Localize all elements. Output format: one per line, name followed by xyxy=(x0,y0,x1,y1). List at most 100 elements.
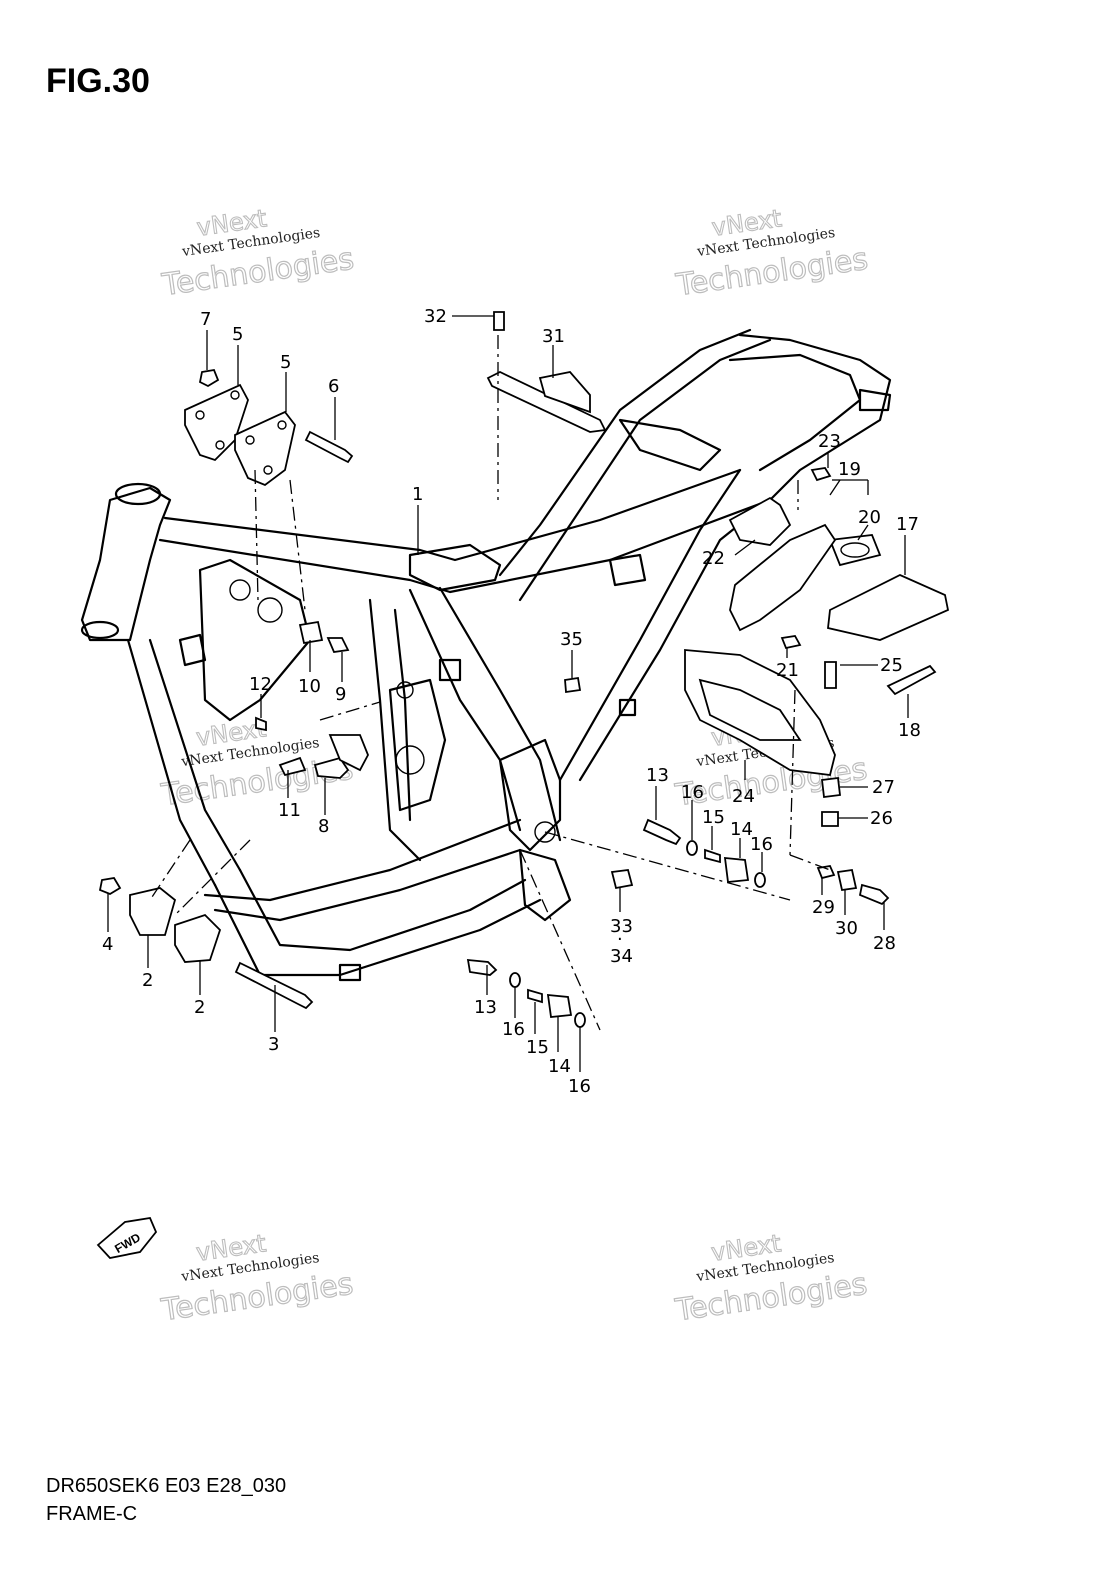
engine-bracket-upper-b xyxy=(234,410,296,487)
part-label: 28 xyxy=(873,933,896,954)
collar-30 xyxy=(836,868,858,892)
part-label: 23 xyxy=(818,431,841,452)
grommet-26 xyxy=(821,811,839,827)
bush-14b xyxy=(546,993,573,1018)
collar-15a xyxy=(704,848,721,864)
leader-lines xyxy=(107,315,909,1072)
bolt-6 xyxy=(304,430,354,464)
watermark-top-right: vNext vNext Technologies Technologies xyxy=(673,204,871,304)
part-label: 24 xyxy=(732,786,755,807)
part-label: 6 xyxy=(328,376,339,397)
part-labels: 7 5 5 6 32 31 1 10 9 12 11 8 35 4 2 2 3 … xyxy=(102,306,921,1097)
washer-16c xyxy=(509,972,521,988)
part-label: 5 xyxy=(280,352,291,373)
part-label: 20 xyxy=(858,507,881,528)
figure-title: FIG.30 xyxy=(46,62,150,100)
part-label: 2 xyxy=(142,970,153,991)
part-label: 12 xyxy=(249,674,272,695)
part-label: 5 xyxy=(232,324,243,345)
watermark-bottom-right: vNext vNext Technologies Technologies xyxy=(672,1229,870,1329)
washer-16d xyxy=(574,1012,586,1028)
bolt-23 xyxy=(810,467,832,482)
tray-24-inner xyxy=(698,678,802,741)
plate-2b xyxy=(174,913,222,963)
part-label: 16 xyxy=(681,782,704,803)
bracket-31 xyxy=(486,370,607,433)
diagram-name: FRAME-C xyxy=(46,1503,138,1525)
part-label: 27 xyxy=(872,777,895,798)
part-label: 7 xyxy=(200,309,211,330)
main-frame xyxy=(80,328,892,982)
part-label: 21 xyxy=(776,660,799,681)
rod-18 xyxy=(886,664,937,696)
part-label: 4 xyxy=(102,934,113,955)
collar-15b xyxy=(527,988,543,1004)
clamp-8 xyxy=(328,734,369,772)
part-label: 14 xyxy=(730,819,753,840)
diagram-code: DR650SEK6 E03 E28_030 xyxy=(46,1475,287,1497)
part-label: 35 xyxy=(560,629,583,650)
bolt-13b xyxy=(466,958,498,976)
part-label: 29 xyxy=(812,897,835,918)
part-label: 15 xyxy=(526,1037,549,1058)
part-label: 25 xyxy=(880,655,903,676)
bracket-31-cover xyxy=(538,371,591,414)
part-label: 34 xyxy=(610,946,633,967)
bolt-32 xyxy=(493,311,505,331)
plug-35 xyxy=(564,676,582,694)
part-label: 8 xyxy=(318,816,329,837)
bolt-21 xyxy=(780,635,802,650)
bush-14a xyxy=(723,856,750,883)
nut-7 xyxy=(198,368,220,388)
washer-16a xyxy=(686,840,698,856)
part-label: 19 xyxy=(838,459,861,480)
cap-33 xyxy=(610,869,634,890)
part-label: 11 xyxy=(278,800,301,821)
plate-2a xyxy=(129,887,177,936)
bracket-8 xyxy=(313,756,350,779)
engine-bracket-upper-a xyxy=(184,383,249,462)
part-label: 26 xyxy=(870,808,893,829)
collar-10 xyxy=(298,620,324,645)
nut-4 xyxy=(98,877,122,896)
bolt-25 xyxy=(824,661,837,689)
bolt-9 xyxy=(326,637,350,653)
part-label: 9 xyxy=(335,684,346,705)
alignment-lines xyxy=(149,335,831,1031)
part-label: 16 xyxy=(750,834,773,855)
holder-19 xyxy=(729,523,837,632)
part-label: 15 xyxy=(702,807,725,828)
bracket-22 xyxy=(728,496,792,546)
clip-29 xyxy=(816,864,836,880)
part-label: 13 xyxy=(474,997,497,1018)
part-label: 16 xyxy=(568,1076,591,1097)
part-label: 33 xyxy=(610,916,633,937)
part-label: 16 xyxy=(502,1019,525,1040)
part-label: 10 xyxy=(298,676,321,697)
bolt-13a xyxy=(642,818,682,846)
bracket-11 xyxy=(278,756,307,777)
washer-16b xyxy=(754,872,766,888)
part-label: 32 xyxy=(424,306,447,327)
part-label: 22 xyxy=(702,548,725,569)
rubber-20 xyxy=(828,534,882,567)
exploded-parts: FWD xyxy=(96,311,950,1259)
fwd-arrow-icon: FWD xyxy=(96,1217,158,1259)
part-label: 31 xyxy=(542,326,565,347)
part-label: 13 xyxy=(646,765,669,786)
part-label: 14 xyxy=(548,1056,571,1077)
part-label: 30 xyxy=(835,918,858,939)
bolt-3 xyxy=(234,961,314,1010)
part-label: 1 xyxy=(412,484,423,505)
part-label: 3 xyxy=(268,1034,279,1055)
watermark-top-left: vNext vNext Technologies Technologies xyxy=(159,204,357,304)
cushion-27 xyxy=(821,776,841,799)
cover-17 xyxy=(827,574,950,641)
bolt-28 xyxy=(858,883,890,906)
part-label: 18 xyxy=(898,720,921,741)
screw-12 xyxy=(255,716,267,732)
part-label: 17 xyxy=(896,514,919,535)
part-label: 2 xyxy=(194,997,205,1018)
watermark-bottom-left: vNext vNext Technologies Technologies xyxy=(158,1229,356,1329)
